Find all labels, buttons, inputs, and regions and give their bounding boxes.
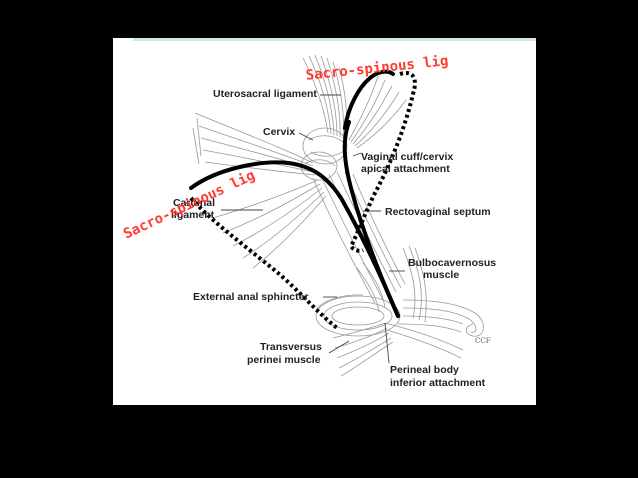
thick-curves — [189, 69, 400, 318]
label-rectovaginal: Rectovaginal septum — [385, 206, 491, 218]
label-vaginal-cuff-2: apical attachment — [361, 163, 450, 175]
anatomy-diagram: Uterosacral ligament Cervix Vaginal cuff… — [113, 38, 536, 405]
right-dotted-path — [348, 71, 417, 253]
label-bulbocavernosus-2: muscle — [423, 269, 460, 281]
label-bulbocavernosus-1: Bulbocavernosus — [408, 257, 497, 269]
watermark: CCF — [475, 337, 491, 345]
right-upper-curve — [343, 69, 395, 130]
anatomy-illustration — [189, 54, 484, 377]
uterosacral-fibers — [302, 54, 407, 149]
right-loop — [397, 299, 484, 337]
label-cardinal-1: Cardinal — [173, 197, 216, 209]
label-external-anal-sphincter: External anal sphincter — [193, 291, 309, 303]
bulbocavernosus-muscle — [356, 245, 427, 323]
left-curve — [189, 160, 400, 318]
dotted-outlines — [189, 71, 417, 330]
label-vaginal-cuff-1: Vaginal cuff/cervix — [361, 151, 454, 163]
label-transversus-2: perinei muscle — [247, 354, 321, 366]
cardinal-fibers — [212, 179, 327, 269]
vaginal-column — [312, 171, 406, 304]
left-ligament-fibers — [192, 112, 316, 176]
label-cervix: Cervix — [263, 126, 296, 138]
anal-sphincter-ring — [315, 294, 401, 337]
label-cardinal-2: ligament — [171, 209, 215, 221]
label-transversus-1: Transversus — [260, 341, 322, 353]
label-perineal-body-1: Perineal body — [390, 364, 459, 376]
label-perineal-body-2: inferior attachment — [390, 377, 486, 389]
left-dotted-path — [189, 196, 339, 330]
cervix-shape — [300, 127, 348, 181]
label-uterosacral: Uterosacral ligament — [213, 88, 317, 100]
leader-lines — [221, 94, 405, 364]
top-strip — [133, 38, 536, 41]
